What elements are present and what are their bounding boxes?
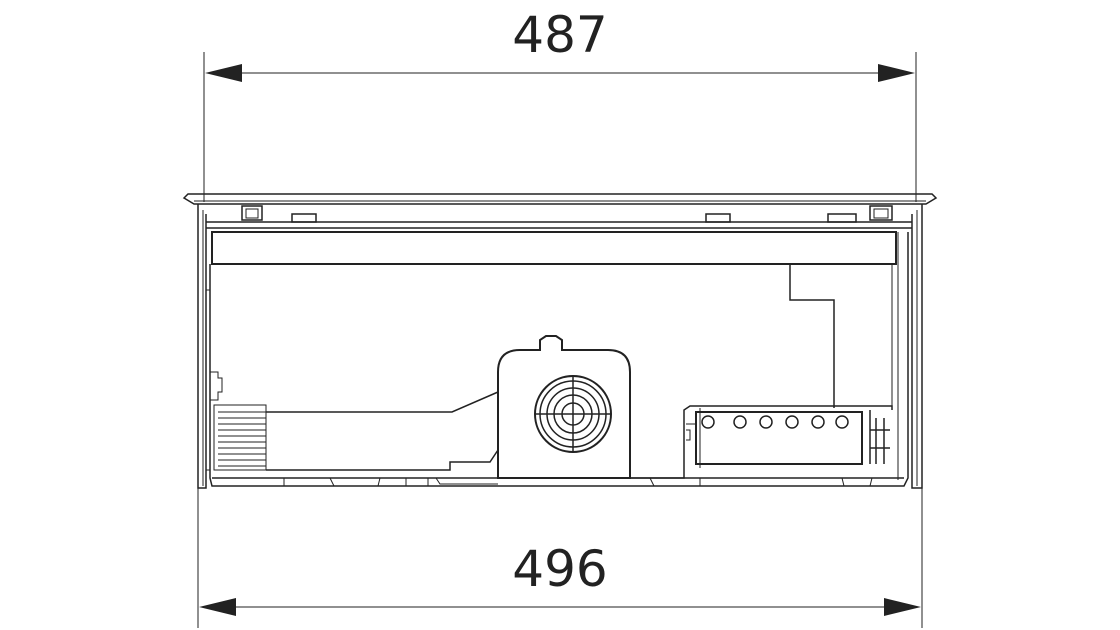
left-latch xyxy=(210,371,223,401)
bottom-arrow-left xyxy=(199,598,236,616)
duct-lower-edge xyxy=(266,449,499,471)
inner-housing xyxy=(209,232,909,487)
tab-far-right xyxy=(827,213,857,223)
top-dimension: 487 xyxy=(203,6,917,202)
terminal-holes xyxy=(701,415,849,429)
duct-upper-edge xyxy=(266,391,499,413)
bottom-feet-left xyxy=(283,477,498,487)
tab-left xyxy=(291,213,317,223)
clip-right-outer xyxy=(869,205,893,221)
cover-flange xyxy=(182,193,938,205)
tab-right xyxy=(705,213,731,223)
upper-channel xyxy=(211,231,897,265)
left-bracket xyxy=(205,289,210,471)
fan-icon xyxy=(534,375,612,453)
clip-right-inner xyxy=(873,208,889,219)
top-dimension-label: 487 xyxy=(512,6,607,64)
bottom-dimension-label: 496 xyxy=(512,540,607,598)
terminal-left-clip xyxy=(686,423,696,441)
device-body xyxy=(182,193,938,489)
clip-left-inner xyxy=(245,208,259,219)
clip-left-outer xyxy=(241,205,263,221)
terminal-right-connector xyxy=(869,410,890,464)
fan-housing xyxy=(497,335,631,479)
bottom-feet-right xyxy=(649,477,873,487)
frame-right-wall xyxy=(911,204,923,489)
top-arrow-left xyxy=(205,64,242,82)
bottom-arrow-right xyxy=(884,598,921,616)
terminal-block xyxy=(695,411,863,465)
top-arrow-right xyxy=(878,64,915,82)
vent-grille xyxy=(213,404,267,471)
frame-left-wall xyxy=(197,204,207,489)
terminal-housing xyxy=(630,405,893,479)
compartment-step xyxy=(789,264,835,408)
